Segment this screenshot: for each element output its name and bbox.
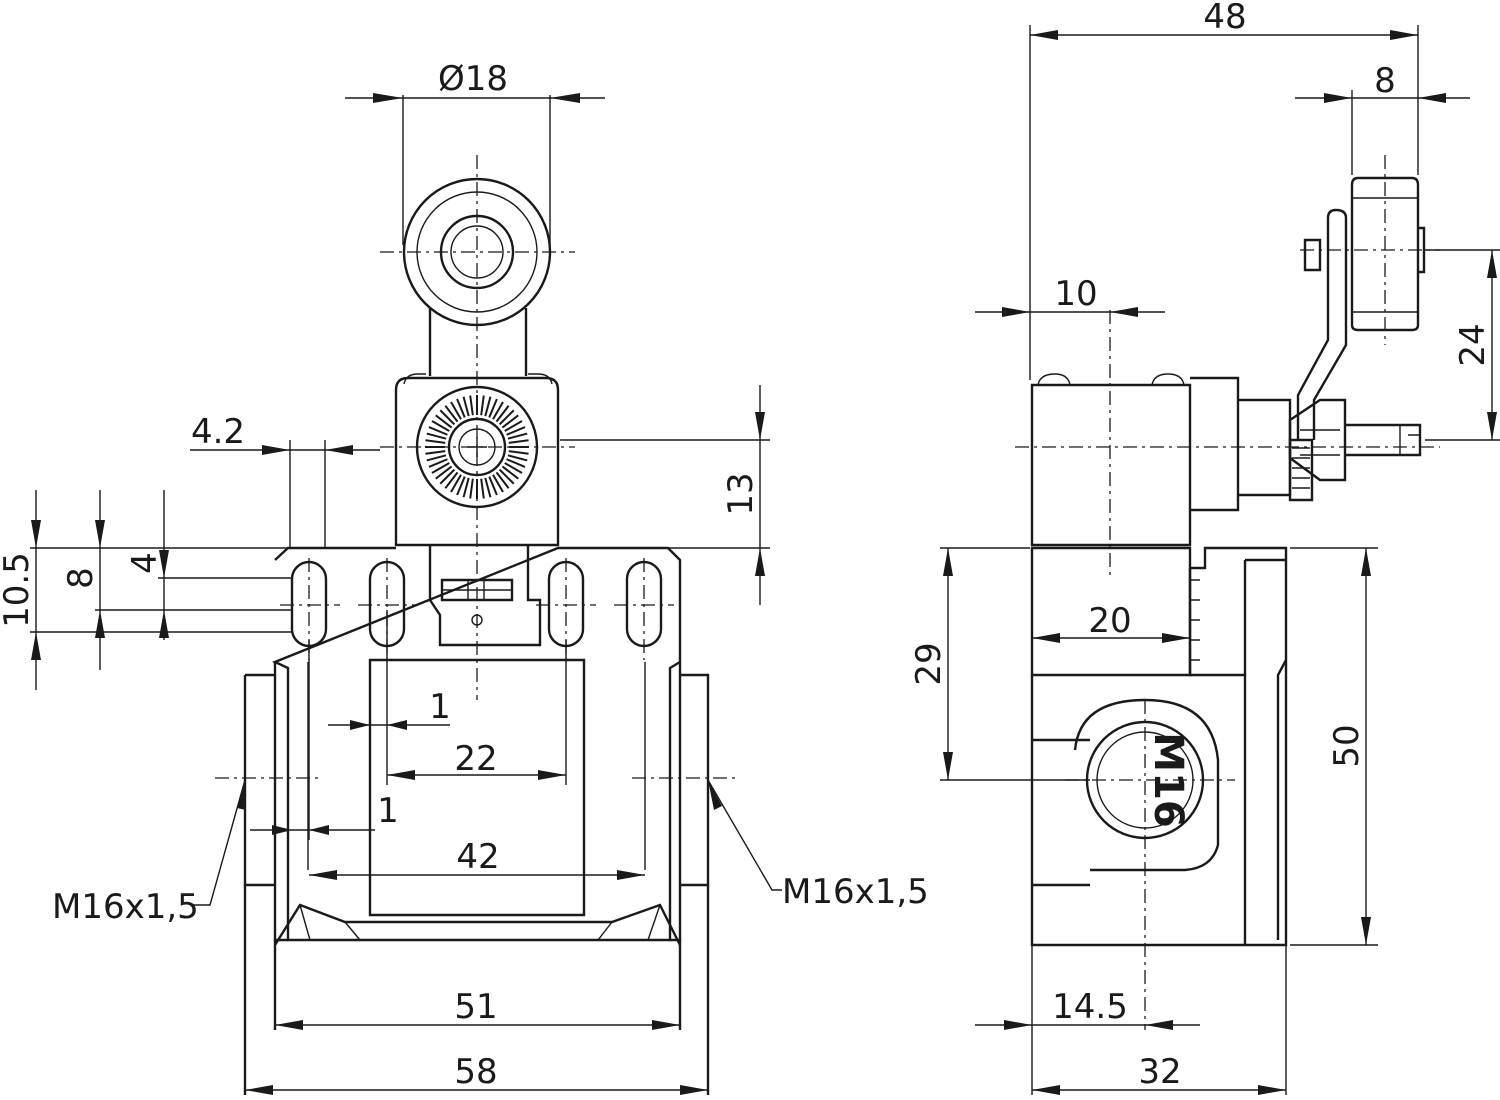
knurl-tick: [439, 468, 456, 485]
knurl-tick: [425, 450, 446, 455]
overall-width-label: 48: [1203, 0, 1246, 37]
knurl-tick: [425, 439, 446, 444]
knurl-tick: [462, 477, 470, 498]
dim-42-label: 42: [456, 837, 499, 877]
knurl-tick: [450, 474, 462, 493]
knurl-tick: [506, 458, 526, 468]
knurl-tick: [508, 439, 529, 444]
side-head: [1030, 176, 1426, 547]
knurl-tick: [428, 426, 448, 436]
lever-24-label: 24: [1453, 323, 1493, 366]
knurl-tick: [456, 476, 466, 496]
knurl-tick: [484, 477, 492, 498]
front-dimensions: Ø18 4.2 13 10.5 8 4 1 22: [0, 59, 929, 1095]
knurl-tick: [426, 454, 447, 462]
side-body: M16: [1030, 546, 1288, 947]
dim-29-label: 29: [909, 642, 949, 685]
knurl-tick: [507, 432, 528, 440]
dim-10-5-label: 10.5: [0, 552, 37, 628]
knurl-tick: [495, 405, 510, 423]
knurl-tick: [492, 474, 504, 493]
width-58-label: 58: [454, 1052, 497, 1092]
knurl-tick: [456, 398, 466, 418]
dim-14-5-label: 14.5: [1052, 987, 1128, 1027]
knurl-tick: [488, 476, 498, 496]
knurl-tick: [501, 414, 519, 429]
knurl-tick: [462, 396, 470, 417]
knurl-tick: [431, 462, 450, 474]
knurl-tick: [435, 414, 453, 429]
knurl-tick: [480, 478, 485, 499]
knurl-tick: [508, 450, 529, 455]
knurl-tick: [504, 420, 523, 432]
knurl-tick: [498, 409, 515, 426]
knurl-tick: [507, 454, 528, 462]
dim-1-upper-label: 1: [429, 687, 451, 727]
knurl-tick: [435, 465, 453, 480]
thread-right-label: M16x1,5: [782, 872, 929, 912]
height-50-label: 50: [1327, 724, 1367, 767]
switch-body: [243, 546, 710, 1095]
knurl-tick: [428, 458, 448, 468]
dim-4-label: 4: [125, 552, 165, 574]
knurl-tick: [469, 478, 474, 499]
dim-20-label: 20: [1088, 601, 1131, 641]
knurl-tick: [444, 471, 459, 489]
dim-1-lower-label: 1: [377, 791, 399, 831]
pivot-height-label: 13: [721, 472, 761, 515]
knurl-tick: [495, 471, 510, 489]
knurl-tick: [492, 401, 504, 420]
knurl-tick: [469, 395, 474, 416]
knurl-tick: [488, 398, 498, 418]
hole-spacing-label: 4.2: [191, 412, 245, 452]
roller-width-label: 8: [1374, 61, 1396, 101]
width-51-label: 51: [454, 987, 497, 1027]
roller-diameter-label: Ø18: [438, 59, 508, 99]
knurl-tick: [444, 405, 459, 423]
side-dimensions: 48 8 10 24 20 29 50: [909, 0, 1500, 1095]
side-view: M16 48 8 10 24: [909, 0, 1500, 1095]
knurl-tick: [426, 432, 447, 440]
knurl-tick: [480, 395, 485, 416]
front-centerlines: [215, 155, 738, 779]
knurl-tick: [498, 468, 515, 485]
knurl-tick: [501, 465, 519, 480]
front-view: Ø18 4.2 13 10.5 8 4 1 22: [0, 59, 929, 1095]
knurl-tick: [450, 401, 462, 420]
offset-10-label: 10: [1054, 274, 1097, 314]
depth-32-label: 32: [1138, 1052, 1181, 1092]
knurl-tick: [439, 409, 456, 426]
knurl-tick: [506, 426, 526, 436]
knurl-tick: [484, 396, 492, 417]
thread-left-label: M16x1,5: [52, 887, 199, 927]
knurl-tick: [431, 420, 450, 432]
knurl-tick: [504, 462, 523, 474]
dim-8-label: 8: [61, 567, 101, 589]
side-centerlines: [1015, 155, 1440, 1030]
dim-22-label: 22: [454, 739, 497, 779]
